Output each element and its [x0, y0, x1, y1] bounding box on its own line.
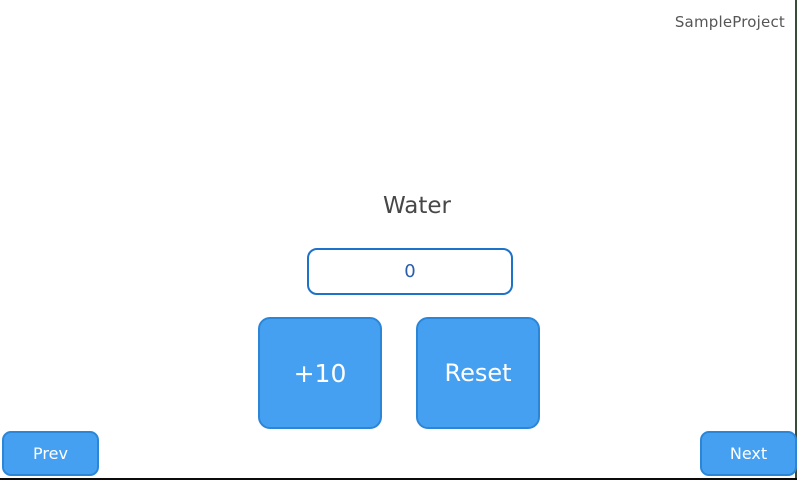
- window-border-right: [795, 0, 797, 479]
- reset-button[interactable]: Reset: [416, 317, 540, 429]
- counter-value-input[interactable]: [307, 248, 513, 295]
- prev-button[interactable]: Prev: [2, 431, 99, 476]
- counter-title: Water: [383, 193, 451, 219]
- project-title: SampleProject: [674, 13, 785, 31]
- next-button[interactable]: Next: [700, 431, 797, 476]
- window-border-bottom: [0, 478, 797, 480]
- increment-button[interactable]: +10: [258, 317, 382, 429]
